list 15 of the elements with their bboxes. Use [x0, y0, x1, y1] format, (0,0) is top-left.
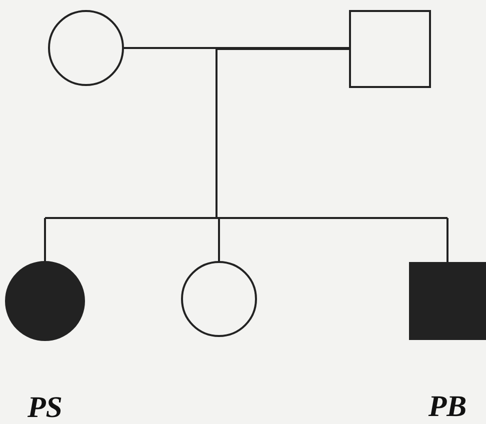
- individual-label: PS: [27, 393, 62, 423]
- child-line: [446, 218, 448, 262]
- affected-male-symbol: [409, 262, 486, 340]
- descent-line: [216, 48, 218, 218]
- sibship-line: [45, 217, 216, 219]
- individual-label: PB: [428, 392, 467, 422]
- sibship-line: [219, 217, 448, 219]
- sibship-line: [216, 217, 219, 219]
- child-line: [44, 218, 46, 261]
- affected-female-symbol: [5, 261, 85, 341]
- child-line: [218, 218, 220, 261]
- female-symbol: [48, 10, 124, 86]
- female-symbol: [181, 261, 257, 337]
- marriage-line: [124, 47, 216, 49]
- male-symbol: [349, 10, 431, 88]
